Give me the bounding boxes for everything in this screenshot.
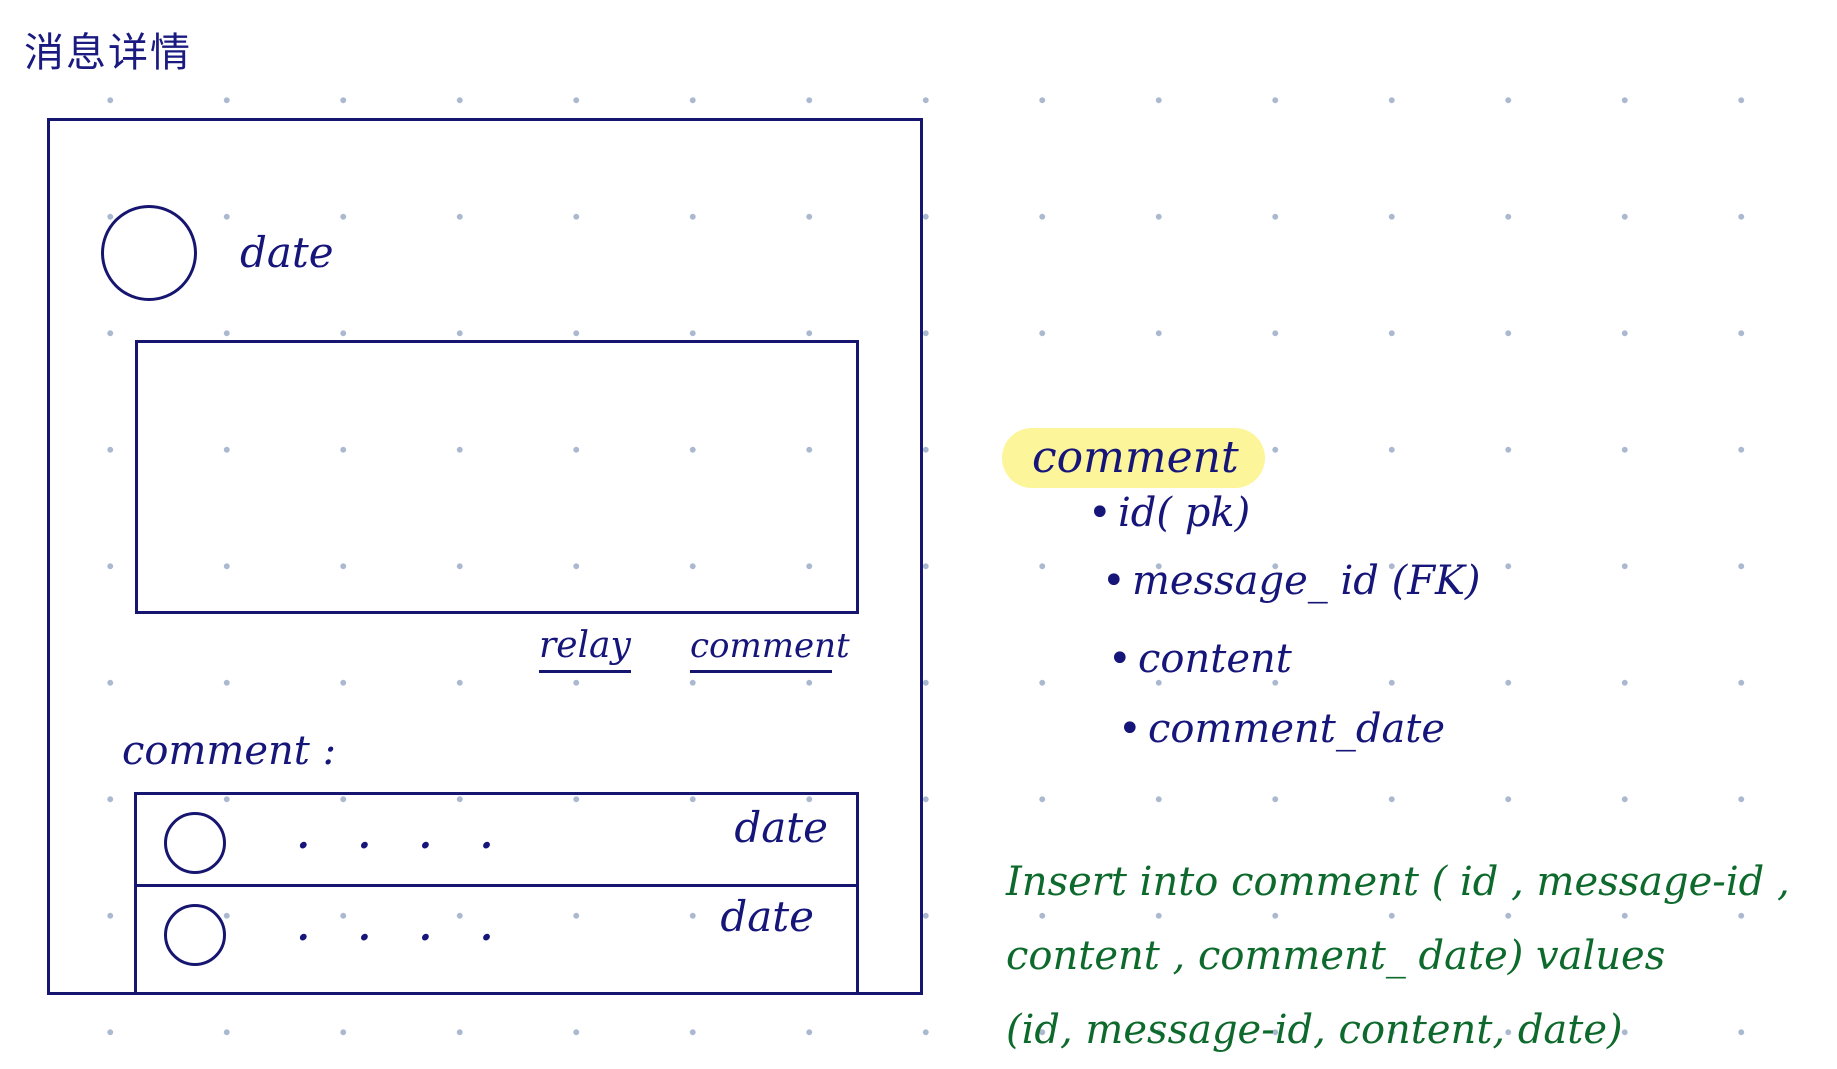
field-item: comment_date [1118,706,1480,752]
entity-field-list: id( pk) message_ id (FK) content comment… [1088,490,1480,752]
commenter-avatar [164,812,226,874]
phone-frame [47,118,923,995]
comment-text-placeholder: . . . . [297,815,511,857]
sql-line: content , comment_ date) values [1006,933,1666,979]
comment-date: date [734,803,828,852]
comment-button[interactable]: comment [690,626,850,673]
field-item: message_ id (FK) [1102,558,1480,636]
author-avatar[interactable] [101,205,197,301]
sql-line: (id, message-id, content, date) [1006,1007,1623,1053]
message-content-area [135,340,859,614]
commenter-avatar [164,904,226,966]
comments-list: . . . . date . . . . date [134,792,859,995]
relay-button[interactable]: relay [539,625,631,673]
field-item: content [1108,636,1480,706]
comment-row[interactable]: . . . . date [137,887,856,992]
entity-name: comment [1002,428,1265,488]
sql-insert-statement: Insert into comment ( id , message-id , … [1006,845,1826,1067]
comment-date: date [720,892,814,941]
page-title: 消息详情 [24,30,192,76]
comment-text-placeholder: . . . . [297,907,511,949]
sql-line: Insert into comment ( id , message-id , [1006,859,1790,905]
field-item: id( pk) [1088,490,1480,558]
comment-row[interactable]: . . . . date [137,795,856,887]
comments-section-label: comment : [122,728,337,774]
post-date: date [240,228,334,277]
